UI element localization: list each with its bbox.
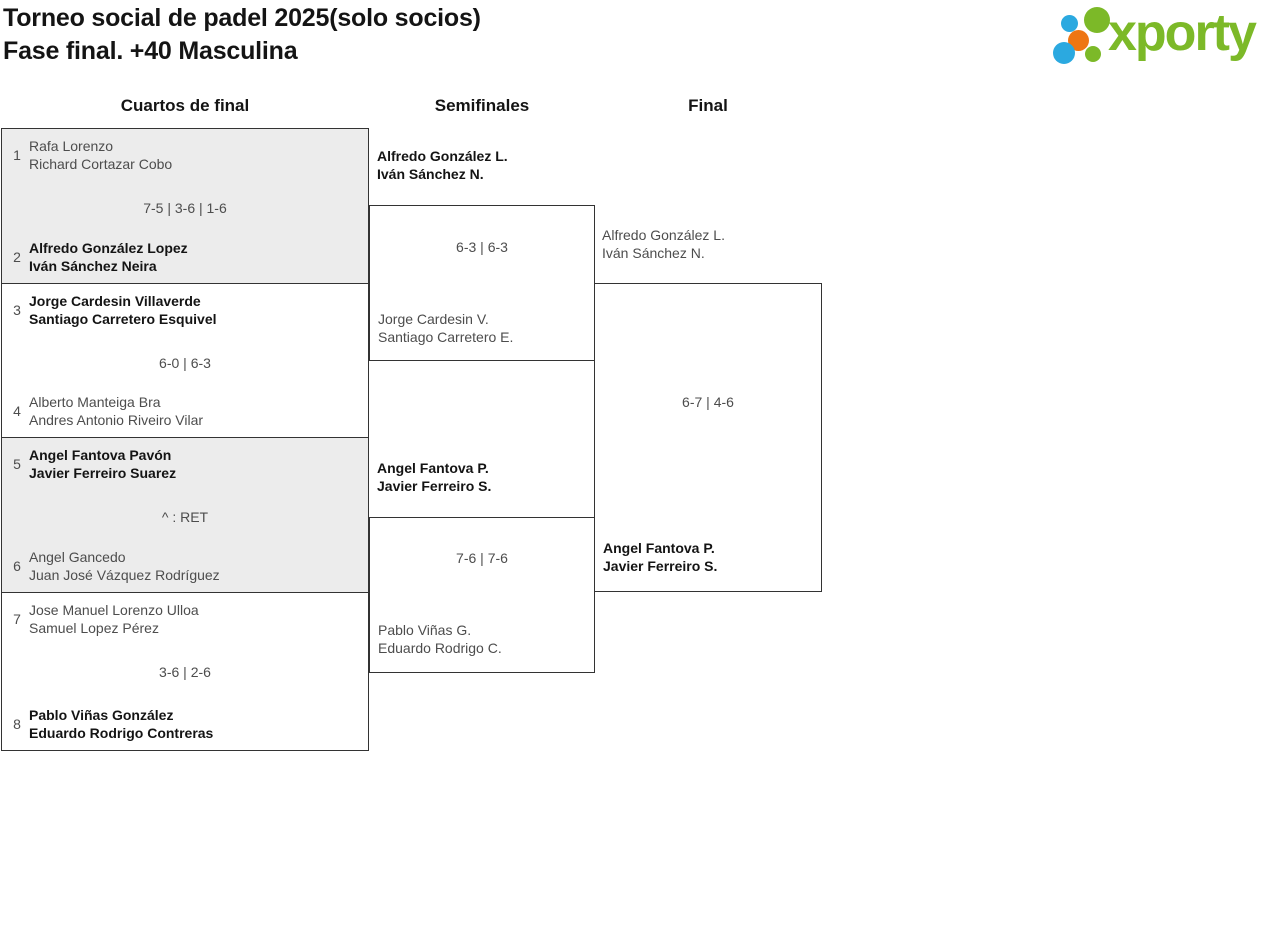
team-row: 1 Rafa Lorenzo Richard Cortazar Cobo <box>10 137 172 173</box>
player-name: Angel Fantova Pavón <box>29 447 172 463</box>
player-name: Santiago Carretero E. <box>378 329 514 345</box>
team-row: 8 Pablo Viñas González Eduardo Rodrigo C… <box>10 706 213 742</box>
seed-number: 5 <box>13 456 21 472</box>
match-score: 3-6 | 2-6 <box>159 664 211 680</box>
round-header-semifinals: Semifinales <box>434 96 530 115</box>
player-name: Juan José Vázquez Rodríguez <box>29 567 220 583</box>
player-name: Javier Ferreiro S. <box>377 478 492 494</box>
player-name: Angel Fantova P. <box>603 540 715 556</box>
seed-number: 4 <box>13 403 21 419</box>
team-names: Alfredo González L. Iván Sánchez N. <box>602 226 725 262</box>
player-name: Santiago Carretero Esquivel <box>29 311 217 327</box>
player-name: Jorge Cardesin V. <box>378 311 489 327</box>
team-names: Rafa Lorenzo Richard Cortazar Cobo <box>29 137 172 173</box>
player-name: Javier Ferreiro S. <box>603 558 718 574</box>
team-names: Angel Gancedo Juan José Vázquez Rodrígue… <box>29 548 220 584</box>
logo-dot-icon <box>1085 46 1101 62</box>
seed-number: 8 <box>13 716 21 732</box>
team-row: 4 Alberto Manteiga Bra Andres Antonio Ri… <box>10 393 203 429</box>
player-name: Alberto Manteiga Bra <box>29 394 161 410</box>
player-name: Angel Fantova P. <box>377 460 489 476</box>
team-row: 7 Jose Manuel Lorenzo Ulloa Samuel Lopez… <box>10 601 199 637</box>
player-name: Rafa Lorenzo <box>29 138 114 154</box>
team-names: Alfredo González Lopez Iván Sánchez Neir… <box>29 239 188 275</box>
match-semifinal-1: 6-3 | 6-3 Jorge Cardesin V. Santiago Car… <box>369 205 595 361</box>
team-names: Angel Fantova Pavón Javier Ferreiro Suar… <box>29 446 176 482</box>
seed-number: 7 <box>13 611 21 627</box>
logo-wordmark: xporty <box>1108 4 1257 62</box>
page-title: Torneo social de padel 2025(solo socios)… <box>3 2 481 68</box>
player-name: Richard Cortazar Cobo <box>29 156 173 172</box>
player-name: Iván Sánchez N. <box>377 166 484 182</box>
team-row: 3 Jorge Cardesin Villaverde Santiago Car… <box>10 292 217 328</box>
match-score: 6-3 | 6-3 <box>456 239 508 255</box>
team-names: Pablo Viñas G. Eduardo Rodrigo C. <box>378 621 502 657</box>
team-row: 5 Angel Fantova Pavón Javier Ferreiro Su… <box>10 446 176 482</box>
seed-number: 6 <box>13 558 21 574</box>
team-names: Angel Fantova P. Javier Ferreiro S. <box>603 539 717 575</box>
team-names: Jose Manuel Lorenzo Ulloa Samuel Lopez P… <box>29 601 199 637</box>
player-name: Jorge Cardesin Villaverde <box>29 293 201 309</box>
team-names: Pablo Viñas González Eduardo Rodrigo Con… <box>29 706 213 742</box>
match-score: 6-0 | 6-3 <box>159 355 211 371</box>
match-final: 6-7 | 4-6 Angel Fantova P. Javier Ferrei… <box>594 283 822 592</box>
team-row: 2 Alfredo González Lopez Iván Sánchez Ne… <box>10 239 188 275</box>
team-names: Jorge Cardesin Villaverde Santiago Carre… <box>29 292 217 328</box>
seed-number: 3 <box>13 302 21 318</box>
logo-dot-icon <box>1068 30 1089 51</box>
team-names: Alberto Manteiga Bra Andres Antonio Rive… <box>29 393 203 429</box>
player-name: Pablo Viñas G. <box>378 622 472 638</box>
logo-dot-icon <box>1053 42 1075 64</box>
team-names: Alfredo González L. Iván Sánchez N. <box>377 147 508 183</box>
match-score: 7-6 | 7-6 <box>456 550 508 566</box>
match-score: 7-5 | 3-6 | 1-6 <box>143 200 227 216</box>
player-name: Javier Ferreiro Suarez <box>29 465 177 481</box>
match-quarterfinal-4: 7 Jose Manuel Lorenzo Ulloa Samuel Lopez… <box>1 592 369 751</box>
team-names: Angel Fantova P. Javier Ferreiro S. <box>377 459 491 495</box>
player-name: Alfredo González L. <box>377 148 508 164</box>
match-quarterfinal-3: 5 Angel Fantova Pavón Javier Ferreiro Su… <box>1 437 369 593</box>
logo-dot-icon <box>1061 15 1078 32</box>
match-quarterfinal-1: 1 Rafa Lorenzo Richard Cortazar Cobo 7-5… <box>1 128 369 284</box>
player-name: Jose Manuel Lorenzo Ulloa <box>29 602 199 618</box>
match-score: ^ : RET <box>161 509 209 525</box>
player-name: Samuel Lopez Pérez <box>29 620 159 636</box>
player-name: Angel Gancedo <box>29 549 126 565</box>
tournament-subtitle: Fase final. +40 Masculina <box>3 37 298 65</box>
player-name: Andres Antonio Riveiro Vilar <box>29 412 204 428</box>
player-name: Pablo Viñas González <box>29 707 174 723</box>
player-name: Alfredo González Lopez <box>29 240 188 256</box>
round-header-final: Final <box>688 96 728 115</box>
player-name: Eduardo Rodrigo C. <box>378 640 502 656</box>
match-semifinal-2: 7-6 | 7-6 Pablo Viñas G. Eduardo Rodrigo… <box>369 517 595 673</box>
player-name: Eduardo Rodrigo Contreras <box>29 725 214 741</box>
team-row: 6 Angel Gancedo Juan José Vázquez Rodríg… <box>10 548 220 584</box>
team-names: Jorge Cardesin V. Santiago Carretero E. <box>378 310 513 346</box>
match-quarterfinal-2: 3 Jorge Cardesin Villaverde Santiago Car… <box>1 283 369 438</box>
player-name: Iván Sánchez Neira <box>29 258 157 274</box>
seed-number: 1 <box>13 147 21 163</box>
logo-dot-icon <box>1084 7 1110 33</box>
player-name: Alfredo González L. <box>602 227 725 243</box>
tournament-title: Torneo social de padel 2025(solo socios) <box>3 4 481 32</box>
seed-number: 2 <box>13 249 21 265</box>
player-name: Iván Sánchez N. <box>602 245 705 261</box>
match-score: 6-7 | 4-6 <box>682 394 734 410</box>
xporty-logo[interactable]: xporty <box>1048 0 1276 74</box>
round-header-quarterfinals: Cuartos de final <box>120 96 250 115</box>
